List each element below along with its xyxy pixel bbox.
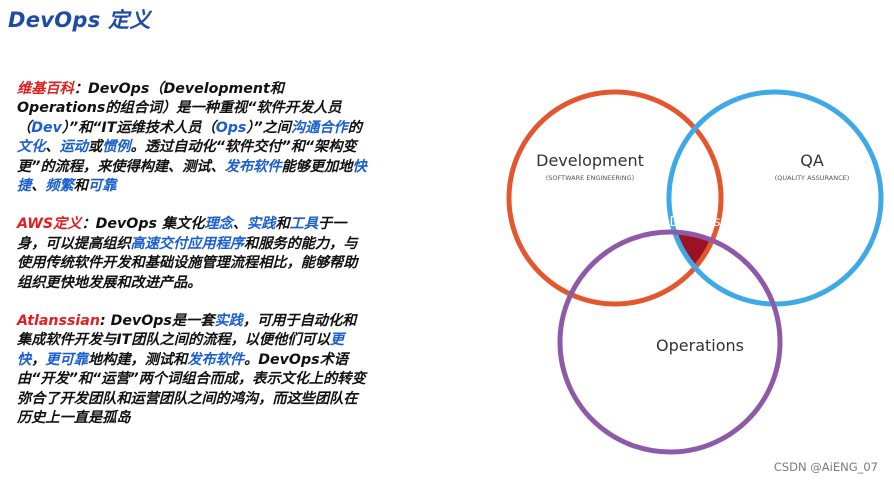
development-label: Development [536, 151, 644, 170]
highlight-term: 运动 [59, 139, 88, 156]
highlight-term: 频繁 [45, 178, 74, 195]
development-sublabel: (SOFTWARE ENGINEERING) [546, 174, 634, 182]
text-segment: 能够更加地 [281, 158, 353, 175]
qa-circle [666, 89, 884, 307]
source-label: AWS定义 [17, 216, 82, 233]
highlight-term: 更快 [17, 332, 345, 368]
text-segment: ）”之间 [246, 119, 291, 136]
highlight-term: 实践 [247, 216, 276, 233]
qa-label: QA [800, 151, 824, 170]
text-segment: 。透过自动化“软件交付”和“架构变更”的流程，来使得构建、测试、 [17, 139, 357, 175]
text-segment: 和服务的能力，与使用传统软件开发和基础设施管理流程相比，能够帮助组织更快地发展和… [17, 235, 358, 291]
highlight-term: 实践 [214, 313, 243, 330]
definition-wikipedia: 维基百科：DevOps（Development和Operations的组合词）是… [17, 80, 369, 196]
text-segment: : DevOps是一套 [99, 313, 215, 330]
devops-venn-diagram: Development (SOFTWARE ENGINEERING) QA (Q… [506, 89, 884, 455]
qa-sublabel: (QUALITY ASSURANCE) [775, 174, 850, 182]
highlight-term: 发布软件 [224, 158, 282, 175]
definition-aws: AWS定义：DevOps 集文化理念、实践和工具于一身，可以提高组织高速交付应用… [17, 215, 369, 293]
highlight-term: 发布软件 [187, 351, 245, 368]
source-label: Atlanssian [17, 313, 100, 330]
definition-atlassian: Atlanssian: DevOps是一套实践，可用于自动化和集成软件开发与IT… [17, 312, 369, 428]
text-segment: 和 [73, 178, 88, 195]
highlight-term: Dev [31, 119, 62, 136]
text-segment: 、 [31, 178, 46, 195]
watermark-credit: CSDN @AiENG_07 [773, 460, 878, 474]
text-segment: ）”和“IT运维技术人员（ [61, 119, 216, 136]
operations-circle [557, 229, 783, 455]
text-segment: 地构建，测试和 [87, 351, 188, 368]
definitions-text: 维基百科：DevOps（Development和Operations的组合词）是… [17, 80, 369, 448]
devops-label: DevOps [670, 215, 721, 230]
page-title: DevOps 定义 [8, 8, 151, 32]
highlight-term: 文化 [17, 139, 46, 156]
text-segment: ：DevOps（Development和Operations的组合词）是一种重视… [17, 81, 342, 136]
highlight-term: 快捷 [17, 158, 367, 195]
highlight-term: 沟通合作 [290, 119, 348, 136]
highlight-term: 工具 [289, 216, 319, 233]
text-segment: ， [31, 351, 46, 368]
text-segment: 和 [275, 216, 290, 233]
development-circle [506, 89, 724, 307]
text-segment: 、 [232, 216, 248, 233]
text-segment: 或 [87, 139, 103, 156]
text-segment: ：DevOps 集文化 [81, 216, 205, 233]
highlight-term: 可靠 [88, 178, 117, 195]
highlight-term: 惯例 [102, 139, 131, 156]
highlight-term: Ops [215, 119, 247, 136]
highlight-term: 高速交付应用程序 [130, 235, 245, 252]
highlight-term: 理念 [204, 216, 233, 233]
text-segment: 于一身，可以提高组织 [17, 216, 347, 252]
text-segment: 、 [45, 139, 60, 156]
text-segment: 的 [347, 119, 362, 136]
source-label: 维基百科 [17, 81, 74, 97]
text-segment: 。DevOps术语由“开发”和“运营”两个词组合而成，表示文化上的转变弥合了开发… [17, 351, 366, 427]
highlight-term: 更可靠 [45, 351, 88, 368]
text-segment: ，可用于自动化和集成软件开发与IT团队之间的流程，以便他们可以 [17, 313, 357, 349]
operations-label: Operations [656, 336, 744, 355]
